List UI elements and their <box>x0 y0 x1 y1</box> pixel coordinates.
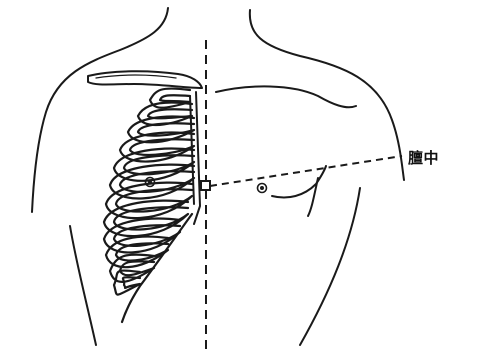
pectoral-curve <box>216 86 356 107</box>
acupoint-label: 膻中 <box>408 147 439 168</box>
sternum <box>190 92 200 224</box>
right-nipple-center <box>261 187 263 189</box>
rib-cage <box>104 88 194 322</box>
rib-2 <box>138 103 192 126</box>
body-outline <box>32 8 404 345</box>
acupoint-marker <box>201 181 210 190</box>
acupoint-leader-line <box>210 156 402 186</box>
clavicle <box>88 71 202 88</box>
left-torso-side <box>70 226 96 345</box>
armpit-curve <box>308 178 318 216</box>
neck-right-line <box>250 10 404 180</box>
left-nipple-center <box>149 181 151 183</box>
